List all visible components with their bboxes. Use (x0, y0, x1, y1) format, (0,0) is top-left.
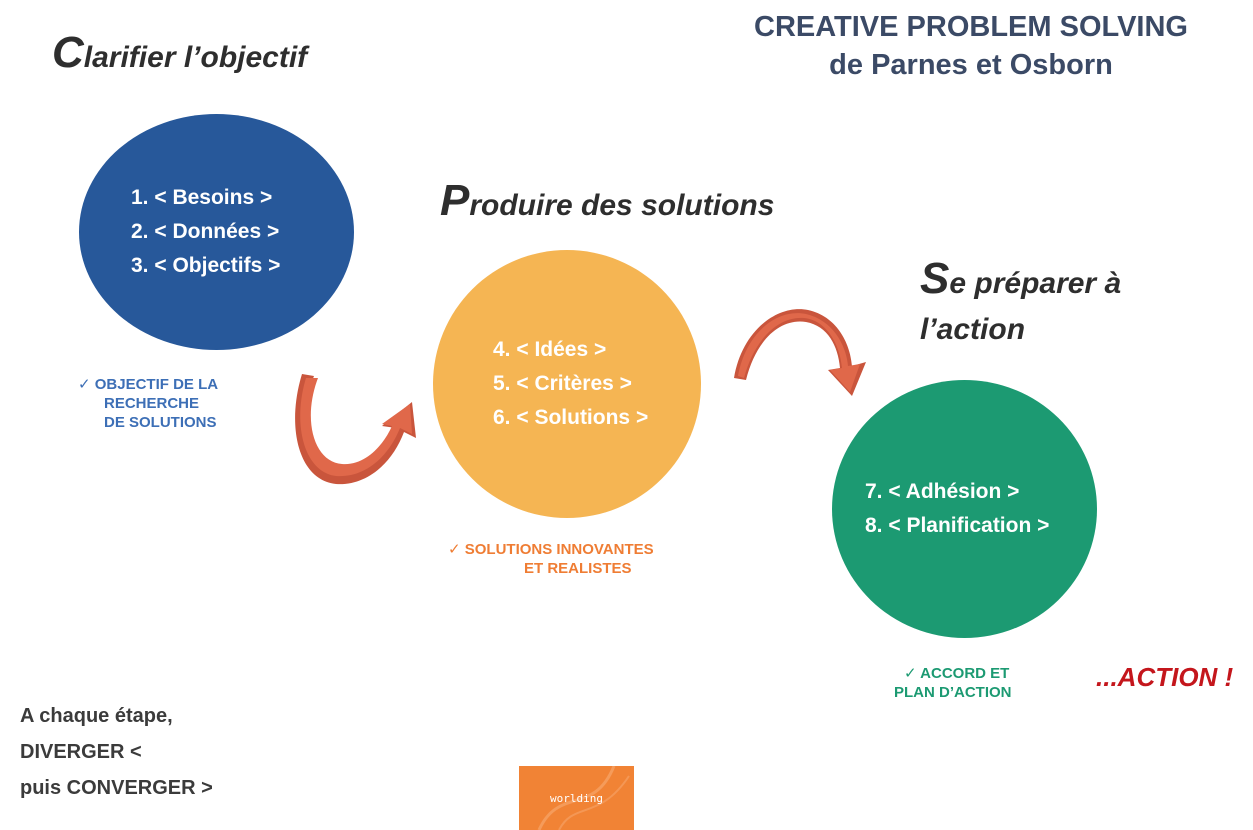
outcome-line: ✓ OBJECTIF DE LA (78, 376, 219, 393)
outcome-line: DE SOLUTIONS (104, 414, 217, 431)
outcome-line: PLAN D’ACTION (894, 684, 1012, 701)
outcome-line: ET REALISTES (524, 560, 632, 577)
stage-3-heading-text: e préparer à (949, 267, 1122, 300)
stage-3-heading: Se préparer à l’action (920, 256, 1121, 353)
logo-text: worlding (550, 791, 603, 805)
outcome-line: ✓ ACCORD ET (904, 665, 1010, 682)
step-item: 6. < Solutions > (493, 406, 649, 429)
footer-note-line: DIVERGER < (20, 741, 142, 763)
logo-swirl-icon (537, 766, 630, 830)
step-item: 8. < Planification > (865, 514, 1050, 537)
stage-2-heading-initial: P (440, 176, 470, 225)
stage-1-heading-initial: C (52, 28, 84, 77)
stage-1-outcome: ✓ OBJECTIF DE LA RECHERCHE DE SOLUTIONS (78, 375, 218, 432)
stage-2-heading: Produire des solutions (440, 178, 774, 229)
step-item: 5. < Critères > (493, 372, 632, 395)
stage-1-heading: Clarifier l’objectif (52, 30, 307, 81)
step-item: 4. < Idées > (493, 338, 607, 361)
step-item: 1. < Besoins > (131, 186, 273, 209)
diagram-title: CREATIVE PROBLEM SOLVING de Parnes et Os… (711, 8, 1231, 84)
arrow-2-icon (734, 309, 866, 396)
stage-3-circle: 7. < Adhésion > 8. < Planification > (832, 380, 1097, 638)
step-item: 7. < Adhésion > (865, 480, 1020, 503)
stage-1-heading-text: larifier l’objectif (83, 41, 308, 74)
title-line-1: CREATIVE PROBLEM SOLVING (754, 11, 1188, 43)
arrow-1-icon (295, 374, 416, 485)
stage-2-outcome: ✓ SOLUTIONS INNOVANTES ET REALISTES (448, 540, 654, 578)
step-item: 3. < Objectifs > (131, 254, 281, 277)
stage-3-heading-initial: S (920, 254, 950, 303)
outcome-line: RECHERCHE (104, 395, 200, 412)
worlding-logo: worlding (519, 766, 634, 830)
title-line-2: de Parnes et Osborn (829, 49, 1113, 81)
footer-note: A chaque étape, DIVERGER < puis CONVERGE… (20, 698, 213, 806)
final-action-label: ...ACTION ! (1096, 662, 1234, 692)
stage-2-heading-text: roduire des solutions (469, 189, 775, 222)
stage-1-circle: 1. < Besoins > 2. < Données > 3. < Objec… (79, 114, 354, 350)
step-item: 2. < Données > (131, 220, 280, 243)
stage-3-outcome: ✓ ACCORD ET PLAN D’ACTION (894, 664, 1012, 702)
footer-note-line: A chaque étape, (20, 705, 173, 727)
stage-3-heading-line-2: l’action (920, 313, 1026, 346)
footer-note-line: puis CONVERGER > (20, 777, 213, 799)
stage-2-circle: 4. < Idées > 5. < Critères > 6. < Soluti… (433, 250, 701, 518)
outcome-line: ✓ SOLUTIONS INNOVANTES (448, 541, 654, 558)
